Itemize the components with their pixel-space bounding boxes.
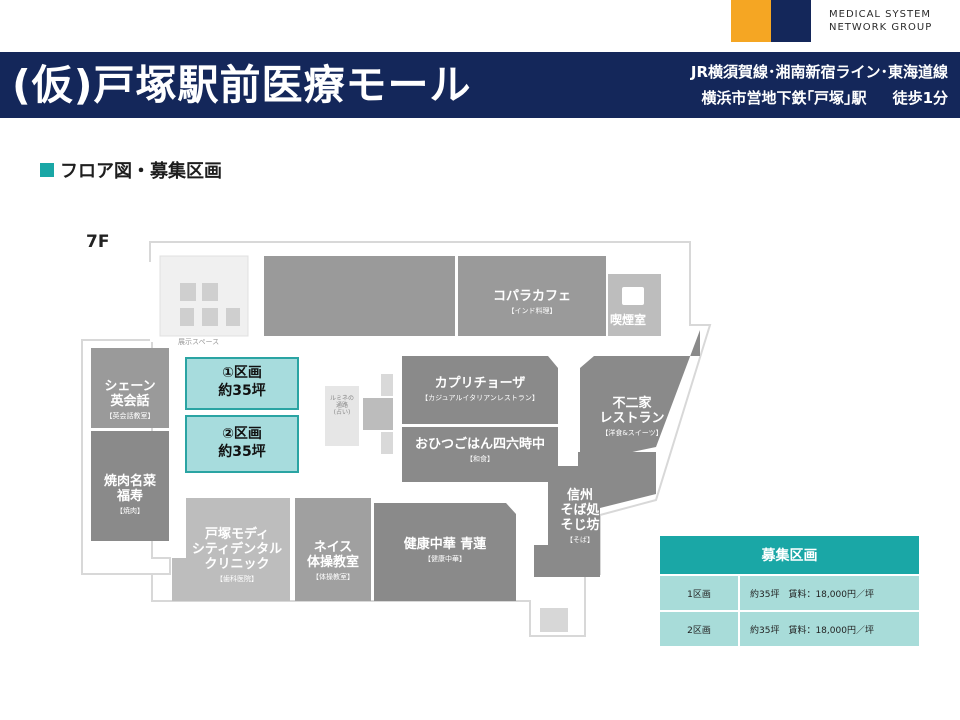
section-heading: フロア図・募集区画 — [40, 157, 222, 183]
recruit-table-header: 募集区画 — [660, 536, 919, 574]
tenant-coparacafe — [458, 256, 606, 336]
male-toilet-icon — [180, 308, 194, 326]
table-cell-detail: 約35坪 賃料：18,000円／坪 — [750, 625, 874, 636]
vacancy-lot-2[interactable] — [185, 415, 299, 473]
tenant-label-ohitsugohan: おひつごはん四六時中【和食】 — [414, 437, 545, 463]
stair-down — [381, 432, 393, 454]
section-title: フロア図・募集区画 — [60, 161, 222, 182]
tenant-shane — [91, 348, 169, 428]
smoking-icon — [622, 287, 644, 305]
outline-gap — [150, 262, 154, 342]
table-cell-detail: 約35坪 賃料：18,000円／坪 — [750, 589, 874, 600]
toilet-icon — [202, 283, 218, 301]
tenant-capricciosa — [402, 356, 558, 424]
floor-label: 7F — [86, 232, 110, 252]
tenant-label-shane: シェーン 英会話【英会話教室】 — [104, 378, 156, 420]
tenant-yakiniku — [91, 431, 169, 541]
table-row: 1区画 約35坪 賃料：18,000円／坪 — [660, 574, 919, 610]
tenant-fujiya — [580, 330, 700, 463]
display-space-label: 展示スペース — [178, 338, 220, 346]
company-logo-text: MEDICAL SYSTEM NETWORK GROUP — [829, 8, 932, 34]
smoking-room-label: 喫煙室 — [610, 313, 647, 327]
header-band: (仮)戸塚駅前医療モール JR横須賀線･湘南新宿ライン･東海道線 横浜市営地下鉄… — [0, 52, 960, 118]
tenant-label-coparacafe: コパラカフェ【インド料理】 — [492, 289, 571, 315]
lumine-passage-label: ルミネの 通路 (占い) — [329, 395, 354, 416]
access-walk: 徒歩1分 — [892, 89, 948, 107]
recruit-table: 募集区画 1区画 約35坪 賃料：18,000円／坪 2区画 約35坪 賃料：1… — [660, 536, 919, 646]
tenant-label-fujiya: 不二家 レストラン【洋食&スイーツ】 — [599, 395, 665, 437]
square-bullet-icon — [40, 163, 54, 177]
escalator-icon — [363, 398, 393, 430]
logo-navy-block — [771, 0, 811, 42]
elevator-icon — [540, 608, 568, 632]
tenant-label-yakiniku: 焼肉名菜 福寿【焼肉】 — [103, 473, 156, 515]
tenant-label-neis: ネイス 体操教室【体操教室】 — [306, 539, 359, 581]
tenant-seiren — [374, 503, 516, 601]
tenant-neis — [295, 498, 371, 601]
lumine-passage — [325, 386, 359, 446]
logo-line-2: NETWORK GROUP — [829, 22, 933, 33]
tenant-label-capricciosa: カプリチョーザ【カジュアルイタリアンレストラン】 — [421, 376, 539, 402]
logo-orange-block — [731, 0, 771, 42]
vacancy-lot-1[interactable] — [185, 357, 299, 410]
logo-line-1: MEDICAL SYSTEM — [829, 9, 932, 20]
table-row: 2区画 約35坪 賃料：18,000円／坪 — [660, 610, 919, 646]
tenant-dental-clinic — [172, 498, 290, 601]
stair-up — [381, 374, 393, 396]
tenant-label-sojibo: 信州 そば処 そじ坊【そば】 — [560, 487, 600, 544]
tenant-label-seiren: 健康中華 青蓮【健康中華】 — [403, 537, 487, 563]
tenant-label-dental: 戸塚モディ シティデンタル クリニック【歯科医院】 — [191, 526, 283, 583]
baby-room-icon — [202, 308, 218, 326]
accessible-toilet-icon — [180, 283, 196, 301]
vacancy-lot-1-label[interactable]: ①区画約35坪 — [218, 365, 266, 399]
vacancy-lot-2-label[interactable]: ②区画約35坪 — [218, 426, 266, 460]
female-toilet-icon — [226, 308, 240, 326]
access-info: JR横須賀線･湘南新宿ライン･東海道線 横浜市営地下鉄｢戸塚｣駅 徒歩1分 — [691, 59, 948, 111]
tenant-ohitsugohan — [402, 427, 558, 482]
tenant-sojibo — [534, 452, 656, 577]
access-line-1: JR横須賀線･湘南新宿ライン･東海道線 — [690, 63, 948, 81]
access-line-2: 横浜市営地下鉄｢戸塚｣駅 — [701, 89, 867, 107]
table-cell-lot: 2区画 — [660, 612, 740, 646]
tenant-block-top-left — [264, 256, 455, 336]
table-cell-lot: 1区画 — [660, 576, 740, 610]
page-title: (仮)戸塚駅前医療モール — [12, 61, 472, 109]
